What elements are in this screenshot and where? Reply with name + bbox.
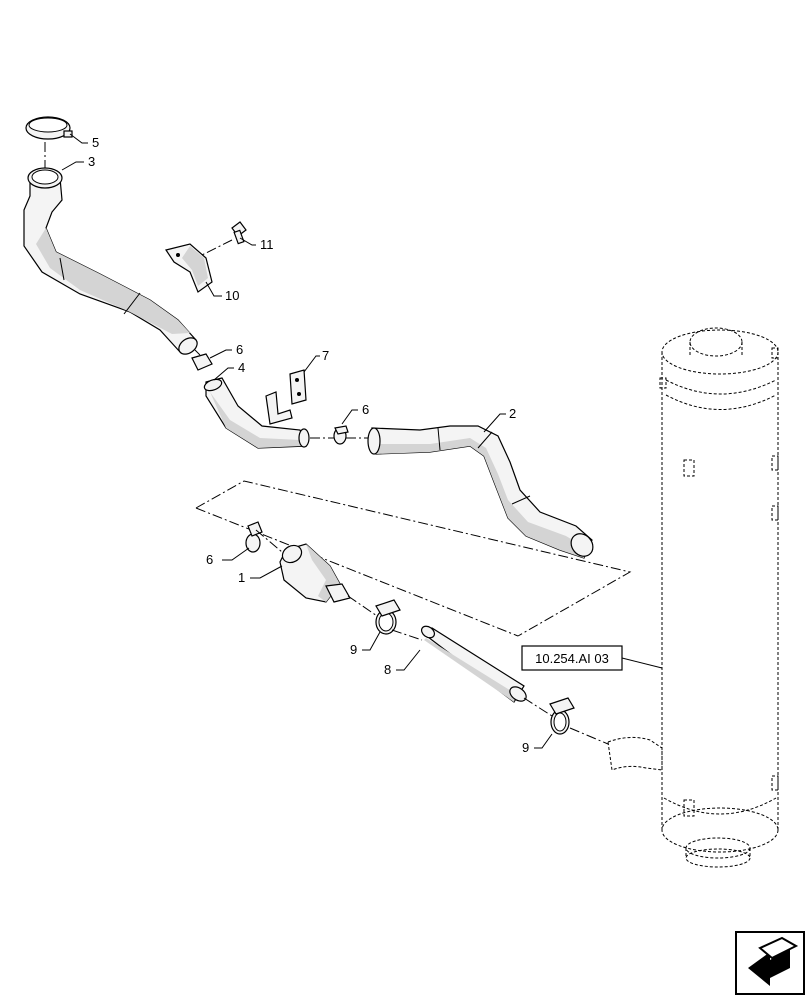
callout-9-upper: 9 [350, 642, 357, 657]
part-6-clamp-upper [191, 353, 213, 371]
callout-8: 8 [384, 662, 391, 677]
callout-6-upper: 6 [236, 342, 243, 357]
part-7-mount-plate [265, 369, 307, 425]
part-9-clamp-upper [375, 599, 401, 635]
part-6-clamp-lower [245, 521, 263, 553]
part-2-exhaust-pipe [367, 425, 594, 559]
part-1-resonator [279, 543, 351, 603]
callout-6-lower: 6 [206, 552, 213, 567]
part-3-inlet-pipe [23, 167, 198, 355]
part-5-clamp [25, 116, 73, 140]
part-4-elbow-pipe [203, 377, 310, 449]
part-8-tube [420, 625, 527, 703]
callout-3: 3 [88, 154, 95, 169]
next-page-arrow-icon[interactable] [735, 931, 805, 995]
callout-2: 2 [509, 406, 516, 421]
callout-10: 10 [225, 288, 239, 303]
part-6-clamp-middle [333, 425, 349, 445]
part-10-bracket [165, 243, 213, 293]
callout-9-lower: 9 [522, 740, 529, 755]
muffler-assembly-ghost [607, 327, 779, 868]
reference-label[interactable]: 10.254.AI 03 [535, 651, 609, 666]
callout-5: 5 [92, 135, 99, 150]
callout-4: 4 [238, 360, 245, 375]
part-9-clamp-lower [549, 697, 575, 735]
part-11-bolt [231, 221, 247, 245]
callout-11: 11 [260, 237, 274, 252]
callout-7: 7 [322, 348, 329, 363]
callout-6-middle: 6 [362, 402, 369, 417]
reference-link-box[interactable]: 10.254.AI 03 [521, 645, 623, 671]
callout-1: 1 [238, 570, 245, 585]
leader-lines [61, 133, 553, 749]
